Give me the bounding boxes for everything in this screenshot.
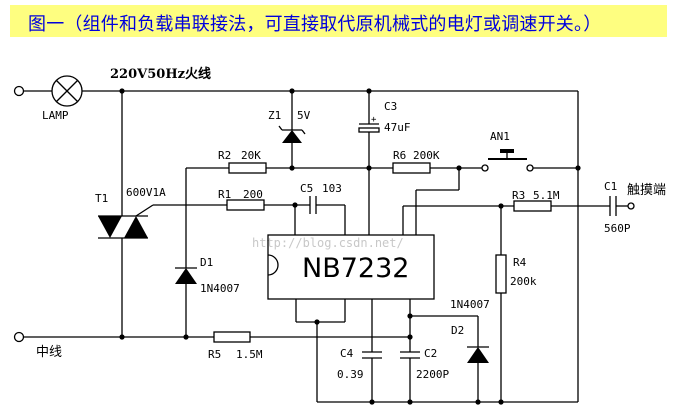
r1-value: 200 bbox=[243, 188, 263, 201]
d1-ref: D1 bbox=[200, 256, 213, 269]
r5-value: 1.5M bbox=[236, 348, 263, 361]
capacitor-c5 bbox=[309, 196, 346, 235]
triac-t1 bbox=[98, 91, 154, 337]
live-label: 220V50Hz火线 bbox=[110, 66, 211, 82]
capacitor-c1 bbox=[609, 196, 635, 216]
resistor-r5 bbox=[213, 331, 251, 343]
c1-value: 560P bbox=[604, 222, 631, 235]
c5-value: 103 bbox=[322, 182, 342, 195]
chip-label: NB7232 bbox=[302, 253, 409, 284]
r5-ref: R5 bbox=[208, 348, 221, 361]
d2-ref: D2 bbox=[451, 324, 464, 337]
watermark: http://blog.csdn.net/ bbox=[252, 236, 404, 250]
resistor-r1 bbox=[226, 199, 265, 211]
r6-ref: R6 bbox=[393, 149, 406, 162]
d2-value: 1N4007 bbox=[450, 298, 490, 311]
junction-dot bbox=[407, 334, 413, 340]
diode-d2 bbox=[410, 315, 489, 402]
t1-value: 600V1A bbox=[126, 186, 166, 199]
c1-ref: C1 bbox=[604, 180, 617, 193]
c3-value: 47uF bbox=[384, 121, 411, 134]
switch-an1 bbox=[459, 149, 581, 172]
z1-ref: Z1 bbox=[268, 109, 281, 122]
live-terminal bbox=[13, 85, 25, 97]
touch-terminal bbox=[627, 202, 635, 210]
c4-value: 0.39 bbox=[337, 368, 364, 381]
r6-value: 200K bbox=[413, 149, 440, 162]
touch-label: 触摸端 bbox=[627, 183, 666, 198]
title-banner: 图一（组件和负载串联接法，可直接取代原机械式的电灯或调速开关。） bbox=[10, 5, 667, 37]
junction-dot bbox=[475, 399, 481, 405]
r2-ref: R2 bbox=[218, 149, 231, 162]
an1-ref: AN1 bbox=[490, 130, 510, 143]
d1-value: 1N4007 bbox=[200, 282, 240, 295]
live-rail bbox=[13, 85, 578, 97]
zener-z1 bbox=[278, 91, 306, 168]
t1-ref: T1 bbox=[95, 192, 108, 205]
r2-value: 20K bbox=[241, 149, 261, 162]
r1-ref: R1 bbox=[218, 188, 231, 201]
lamp-symbol bbox=[51, 75, 83, 107]
ic-nb7232 bbox=[267, 234, 435, 300]
r4-ref: R4 bbox=[513, 256, 527, 269]
capacitor-c2 bbox=[400, 351, 420, 402]
diagram-title: 图一（组件和负载串联接法，可直接取代原机械式的电灯或调速开关。） bbox=[28, 14, 602, 35]
r3-value: 5.1M bbox=[533, 189, 560, 202]
diode-d1 bbox=[175, 168, 197, 337]
resistor-r6 bbox=[392, 162, 431, 174]
resistor-r2 bbox=[228, 162, 267, 174]
junction-dot bbox=[407, 399, 413, 405]
neutral-terminal bbox=[13, 331, 25, 343]
junction-dot bbox=[498, 399, 504, 405]
capacitor-c3 bbox=[358, 91, 380, 168]
c2-ref: C2 bbox=[424, 347, 437, 360]
c5-ref: C5 bbox=[300, 182, 313, 195]
c3-ref: C3 bbox=[384, 100, 397, 113]
z1-value: 5V bbox=[297, 109, 311, 122]
c4-ref: C4 bbox=[340, 347, 354, 360]
lamp-label: LAMP bbox=[42, 109, 69, 122]
resistor-r3 bbox=[513, 200, 552, 212]
r4-value: 200k bbox=[510, 275, 537, 288]
c2-value: 2200P bbox=[416, 368, 449, 381]
neutral-label: 中线 bbox=[36, 345, 62, 360]
capacitor-c4 bbox=[362, 351, 382, 402]
c3-polarity: + bbox=[371, 115, 377, 125]
resistor-r4 bbox=[495, 254, 507, 294]
neutral-rail bbox=[13, 331, 410, 343]
r3-ref: R3 bbox=[512, 189, 525, 202]
junction-dot bbox=[369, 399, 375, 405]
